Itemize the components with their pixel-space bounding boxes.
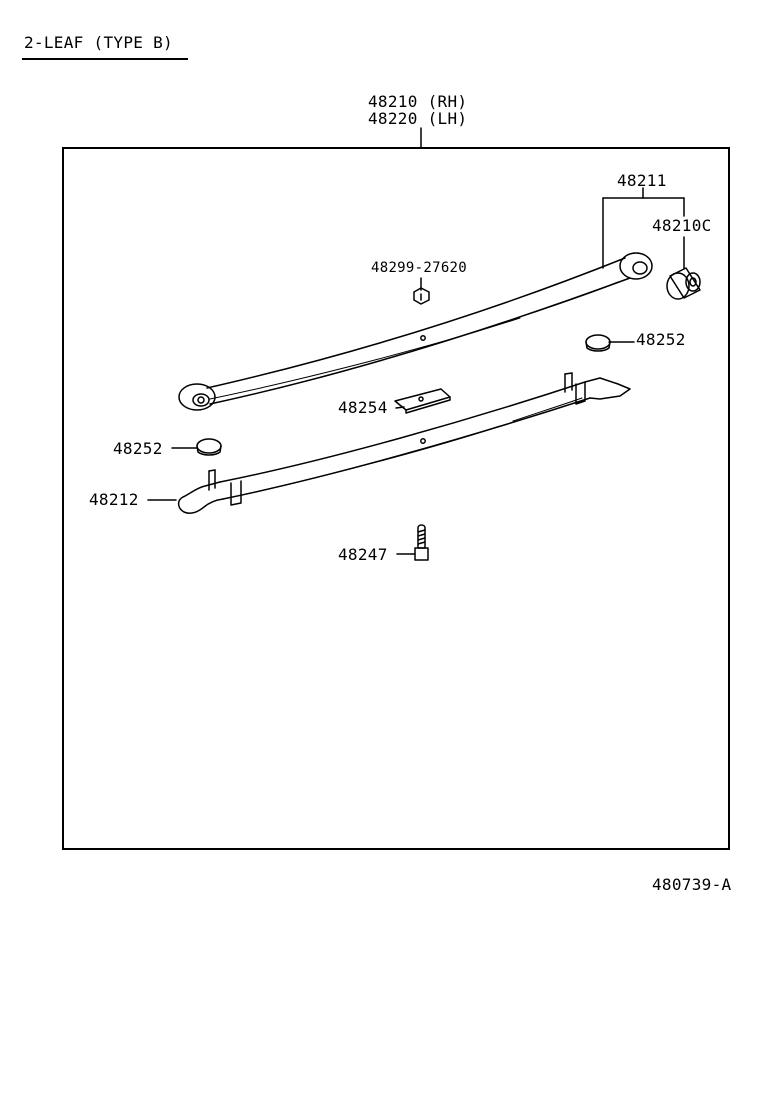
nut-label: 48299-27620	[371, 260, 468, 276]
diagram-code: 480739-A	[652, 875, 732, 894]
diagram-frame	[62, 147, 730, 850]
main-leaf-spring	[178, 252, 653, 411]
cap-right-label: 48252	[636, 330, 686, 349]
bushing-label: 48210C	[652, 216, 712, 235]
bolt-part	[396, 524, 429, 561]
nut-part	[413, 277, 430, 305]
plate-part	[394, 388, 451, 414]
cap-left-label: 48252	[113, 439, 163, 458]
plate-label: 48254	[338, 398, 388, 417]
cap-right-part	[585, 334, 635, 352]
main-leaf-label: 48211	[617, 171, 667, 190]
bushing-part	[666, 267, 701, 300]
cap-left-part	[171, 438, 222, 456]
bolt-label: 48247	[338, 545, 388, 564]
assembly-rh-label: 48210 (RH)	[368, 92, 468, 111]
title-underline	[22, 58, 188, 60]
diagram-title: 2-LEAF (TYPE B)	[24, 33, 173, 52]
assembly-lh-label: 48220 (LH)	[368, 109, 468, 128]
second-leaf-label: 48212	[89, 490, 139, 509]
plate-leader-line	[395, 406, 405, 409]
bracket-leader-lines	[602, 187, 685, 269]
second-leaf-spring	[177, 372, 631, 514]
